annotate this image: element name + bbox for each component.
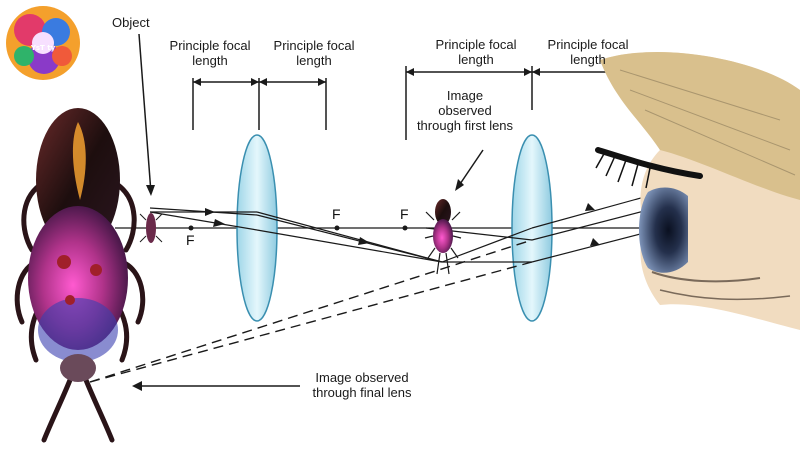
focal-point-label-1: F xyxy=(186,232,195,248)
focal-length-label-1a: Principle focal length xyxy=(156,38,264,68)
focal-length-label-1b: Principle focal length xyxy=(260,38,368,68)
focal-point-label-3: F xyxy=(400,206,409,222)
pointer-arrowheads xyxy=(132,179,464,391)
final-lens-image-label: Image observed through final lens xyxy=(296,370,428,400)
object-label: Object xyxy=(112,15,150,30)
intermediate-image-bug-icon xyxy=(424,199,462,275)
focal-1a-line2: length xyxy=(192,53,228,68)
logo-text: YsT ty xyxy=(30,44,56,52)
focal-1b-line2: length xyxy=(296,53,332,68)
focal-1b-line1: Principle focal xyxy=(273,38,355,53)
first-image-line1: Image xyxy=(446,88,484,103)
bracket-arrowheads xyxy=(193,68,652,86)
focal-length-label-2b: Principle focal length xyxy=(534,37,642,67)
first-lens-image-label: Image observed through first lens xyxy=(400,88,530,133)
ray-arrowheads xyxy=(205,203,600,246)
focal-2b-line2: length xyxy=(570,52,606,67)
final-image-line2: through final lens xyxy=(312,385,412,400)
logo-icon xyxy=(6,6,80,80)
focal-points xyxy=(188,225,408,231)
focal-2a-line2: length xyxy=(458,52,494,67)
light-rays xyxy=(149,195,649,263)
first-image-line2: observed xyxy=(438,103,492,118)
focal-2a-line1: Principle focal xyxy=(435,37,517,52)
logo: YsT ty xyxy=(6,6,80,80)
focal-2b-line1: Principle focal xyxy=(547,37,629,52)
virtual-rays xyxy=(89,239,533,383)
first-image-line3: through first lens xyxy=(416,118,514,133)
final-image-line1: Image observed xyxy=(315,370,409,385)
focal-length-label-2a: Principle focal length xyxy=(422,37,530,67)
pointer-arrows xyxy=(138,33,484,387)
final-image-bug-icon xyxy=(14,108,146,443)
eye-icon xyxy=(595,51,800,330)
objective-lens xyxy=(236,134,278,322)
focal-point-label-2: F xyxy=(332,206,341,222)
focal-1a-line1: Principle focal xyxy=(169,38,251,53)
object-bug-icon xyxy=(139,213,163,243)
